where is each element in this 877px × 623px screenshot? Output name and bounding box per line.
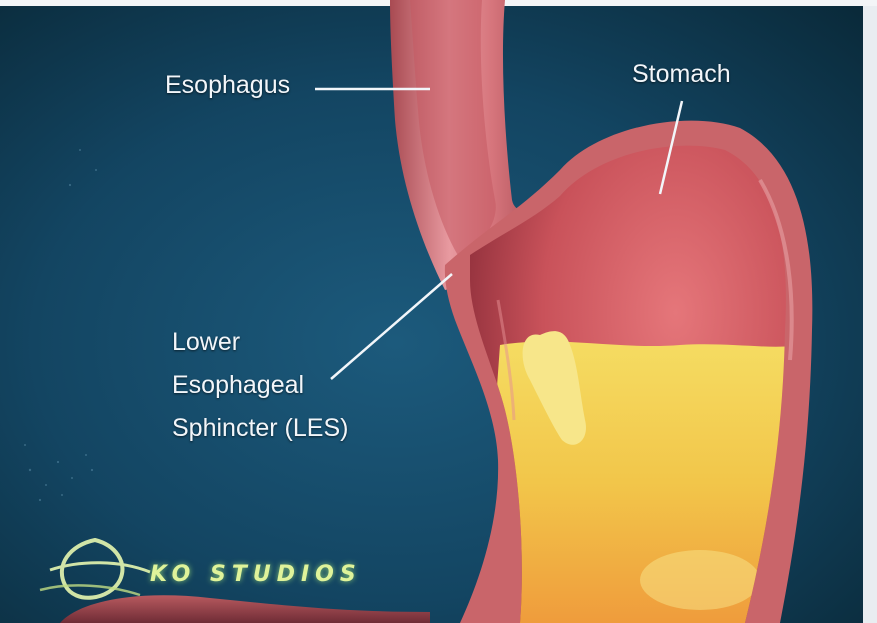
les-label-line-1: Lower [172,321,348,364]
les-label-line-2: Esophageal [172,364,348,407]
gastric-acid [480,331,800,623]
stomach-label: Stomach [632,59,731,90]
studio-watermark: KO STUDIOS [150,562,362,587]
frame-right-edge [863,0,877,623]
les-label: Lower Esophageal Sphincter (LES) [172,321,348,450]
les-label-line-3: Sphincter (LES) [172,407,348,450]
esophagus-label: Esophagus [165,70,290,101]
